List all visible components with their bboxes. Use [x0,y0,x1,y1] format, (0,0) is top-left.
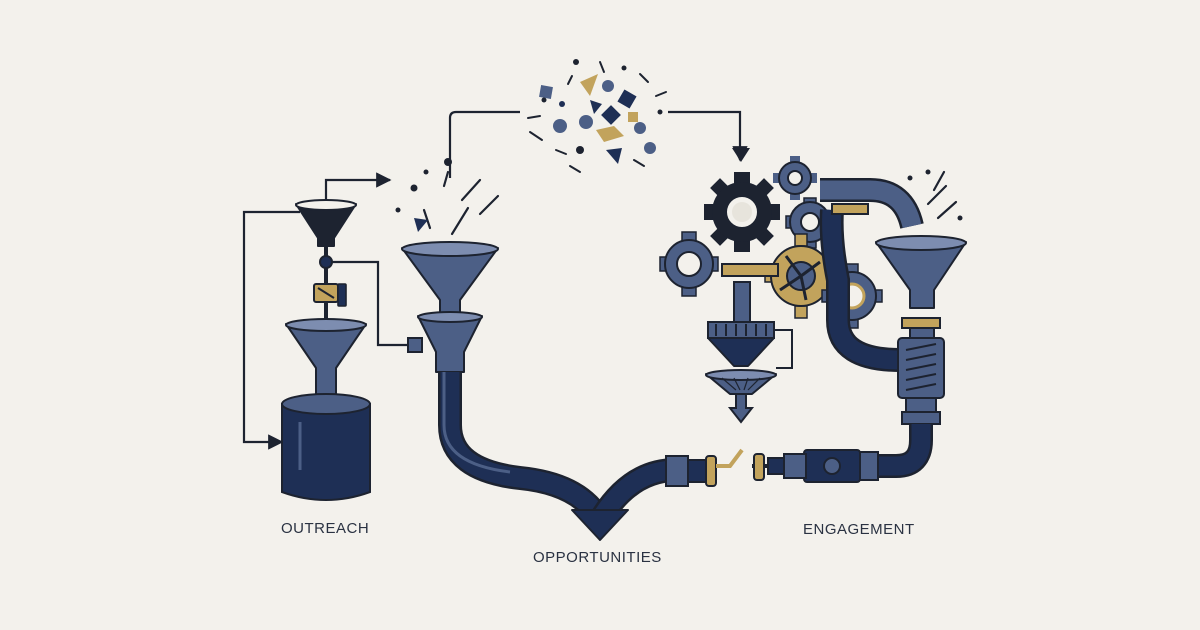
funnel-icon [401,241,499,319]
arrow-icon [571,509,629,541]
label-engagement: ENGAGEMENT [803,521,915,538]
spray-lines [422,170,500,236]
gear-icon [773,156,817,200]
funnel-icon [875,235,967,309]
pipe-icon [819,178,924,372]
valve-icon [313,283,347,307]
gear-icon [659,231,719,297]
tank-icon [281,393,371,501]
connector-line [324,260,412,347]
gear-icon [704,172,780,252]
outreach-stage [242,172,412,501]
loop-arrow [242,210,300,450]
pipe-icon [438,372,677,541]
engagement-stage [659,156,967,483]
scatter-cloud [448,59,750,178]
label-outreach: OUTREACH [281,520,370,537]
funnel-icon [705,369,777,395]
funnel-icon [417,311,483,373]
funnel-icon [285,318,367,403]
opportunities-stage [395,158,744,541]
funnel-icon [295,199,357,247]
up-arrow [324,172,392,205]
arrow-icon [727,393,755,424]
label-opportunities: OPPORTUNITIES [533,549,662,566]
